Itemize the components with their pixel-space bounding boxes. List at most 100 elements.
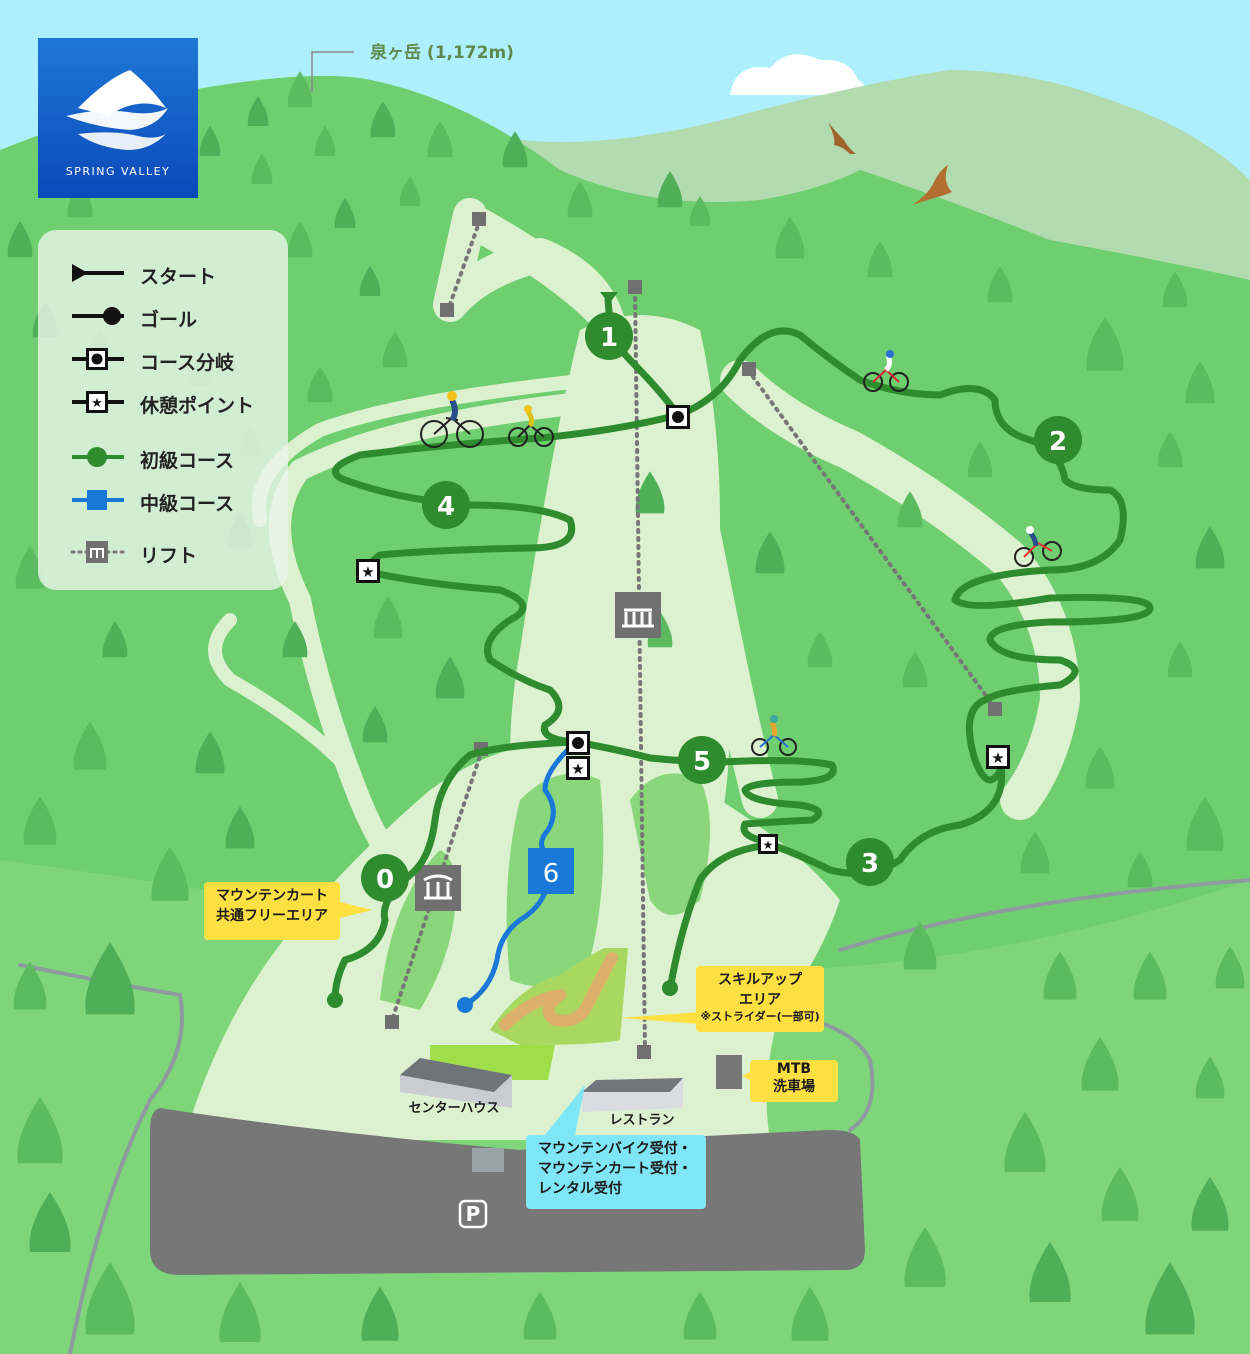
goal-icon xyxy=(72,307,124,325)
start-marker xyxy=(600,292,618,304)
tree-icon xyxy=(247,96,269,126)
tree-icon xyxy=(1029,1242,1071,1302)
tree-icon xyxy=(195,731,225,774)
tree-icon xyxy=(1004,1112,1046,1172)
tree-icon xyxy=(13,961,47,1010)
tree-icon xyxy=(635,471,665,514)
rest-marker: ★ xyxy=(986,745,1010,769)
tree-icon xyxy=(151,846,189,901)
base-island-right xyxy=(630,773,710,915)
restaurant-label: レストラン xyxy=(609,1113,674,1128)
tree-icon xyxy=(1186,796,1224,851)
tree-icon xyxy=(1215,946,1245,989)
cart-free-area-callout: マウンテンカート 共通フリーエリア xyxy=(204,882,340,940)
course-4-path xyxy=(331,411,682,746)
tree-icon xyxy=(689,196,711,226)
course-badge-3[interactable]: 3 xyxy=(846,838,894,886)
course-number: 2 xyxy=(1049,427,1067,457)
tree-icon xyxy=(359,266,381,296)
center-house-label: センターハウス xyxy=(409,1101,500,1116)
course-badge-5[interactable]: 5 xyxy=(678,736,726,784)
tree-icon xyxy=(502,131,528,168)
legend-label: コース分岐 xyxy=(140,352,235,374)
logo-mark xyxy=(66,70,168,150)
callout-line: マウンテンバイク受付・ xyxy=(538,1141,692,1157)
stairs xyxy=(472,1148,504,1172)
goal-dot xyxy=(327,992,343,1008)
tree-icon xyxy=(287,221,313,258)
start-icon xyxy=(72,264,124,282)
spring-valley-logo[interactable]: SPRING VALLEY xyxy=(38,38,198,198)
callout-line: レンタル受付 xyxy=(538,1181,622,1197)
tree-icon xyxy=(23,796,57,845)
tree-icon xyxy=(1101,1166,1139,1221)
tree-icon xyxy=(435,656,465,699)
course-badge-4[interactable]: 4 xyxy=(422,481,470,529)
svg-text:★: ★ xyxy=(991,749,1004,767)
callout-line: MTB xyxy=(776,1061,812,1077)
legend-item-goal: ゴール xyxy=(68,301,288,331)
lift-station xyxy=(472,212,486,226)
goal-dot xyxy=(662,980,678,996)
peak-leader xyxy=(311,51,354,92)
tree-icon xyxy=(1191,1176,1229,1231)
course-0-path xyxy=(331,738,580,1004)
tree-icon xyxy=(362,706,388,743)
legend-item-branch: コース分岐 xyxy=(68,344,288,374)
course-badge-0[interactable]: 0 xyxy=(361,854,409,902)
tree-icon xyxy=(967,441,993,478)
callout-note: ※ストライダー(一部可) xyxy=(700,1010,820,1023)
tree-icon xyxy=(219,1282,261,1342)
svg-text:★: ★ xyxy=(763,838,774,852)
callout-line: マウンテンカート xyxy=(216,888,328,904)
tree-icon xyxy=(1195,526,1225,569)
callout-line: 洗車場 xyxy=(773,1079,815,1095)
tree-icon xyxy=(523,1291,557,1340)
mtb-wash-building[interactable] xyxy=(716,1055,742,1089)
legend-label: 中級コース xyxy=(140,493,235,515)
goal-dot xyxy=(457,997,473,1013)
callout-line: スキルアップ xyxy=(718,972,802,988)
svg-text:★: ★ xyxy=(91,396,103,411)
tree-icon xyxy=(287,71,313,108)
tree-icon xyxy=(102,621,128,658)
tree-icon xyxy=(1085,746,1115,789)
tree-icon xyxy=(15,546,45,589)
tree-icon xyxy=(807,631,833,668)
tree-icon xyxy=(251,154,273,184)
lift-icon-base[interactable] xyxy=(415,865,461,911)
course-badge-2[interactable]: 2 xyxy=(1034,416,1082,464)
tree-icon xyxy=(29,1192,71,1252)
legend-item-lift: リフト xyxy=(68,537,288,567)
skill-up-area-callout: スキルアップ エリア ※ストライダー(一部可) xyxy=(696,966,824,1032)
tree-icon xyxy=(775,216,805,259)
beginner-course-icon xyxy=(72,447,124,467)
legend-label: スタート xyxy=(140,266,217,288)
tree-icon xyxy=(17,1097,63,1164)
course-badge-6[interactable]: 6 xyxy=(528,848,574,894)
cyclist-icon xyxy=(1014,526,1062,567)
lift-icon xyxy=(70,541,126,563)
tree-icon xyxy=(1185,361,1215,404)
parking-icon xyxy=(458,1199,488,1229)
tree-icon xyxy=(897,491,923,528)
tree-icon xyxy=(370,101,396,138)
tree-icon xyxy=(67,181,93,218)
tree-icon xyxy=(85,942,135,1015)
legend-item-rest: ★ 休憩ポイント xyxy=(68,387,288,417)
cyclist-icon xyxy=(751,715,797,756)
tree-icon xyxy=(399,176,421,206)
course-badge-1[interactable]: 1 xyxy=(585,312,633,360)
tree-icon xyxy=(361,1286,399,1341)
lift-icon-center[interactable] xyxy=(615,592,661,638)
intermediate-course-icon xyxy=(72,490,124,510)
tree-icon xyxy=(1145,1262,1195,1335)
course-number: 4 xyxy=(437,492,455,522)
reception-callout: マウンテンバイク受付・ マウンテンカート受付・ レンタル受付 xyxy=(526,1135,706,1209)
rest-marker: ★ xyxy=(356,559,380,583)
rest-marker: ★ xyxy=(758,834,778,854)
tree-icon xyxy=(427,121,453,158)
cyclist-icon xyxy=(420,391,484,448)
tree-icon xyxy=(85,1262,135,1335)
cyclist-icon xyxy=(863,350,909,392)
